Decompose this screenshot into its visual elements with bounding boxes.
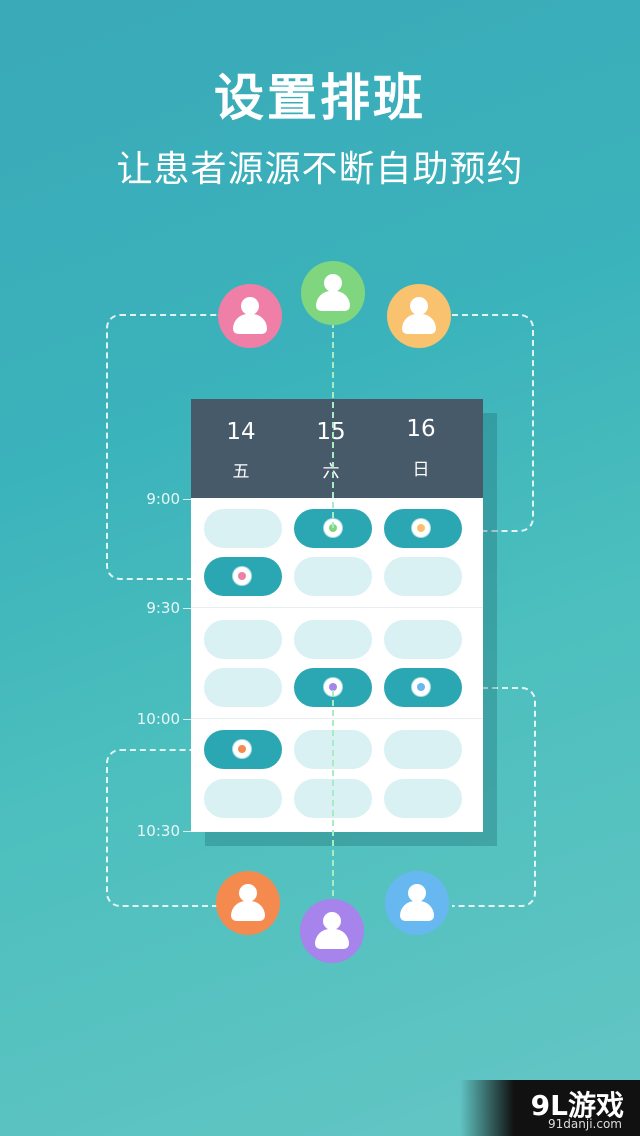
time-slot[interactable]: [204, 779, 282, 818]
time-slot-booked[interactable]: [204, 557, 282, 596]
day-weekday: 日: [412, 460, 430, 480]
page-title: 设置排班: [214, 69, 426, 127]
watermark-sub: 91danji.com: [548, 1117, 622, 1131]
time-label-0930: 9:30: [146, 599, 180, 617]
time-slot[interactable]: [384, 730, 462, 769]
time-slot[interactable]: [204, 620, 282, 659]
day-number: 14: [226, 419, 256, 445]
time-divider: [191, 607, 483, 608]
connector-orange: [106, 749, 220, 907]
time-label-0900: 9:00: [146, 490, 180, 508]
time-tick: [183, 719, 193, 720]
time-slot[interactable]: [384, 779, 462, 818]
time-slot[interactable]: [384, 620, 462, 659]
user-icon: [324, 274, 342, 292]
time-tick: [183, 831, 193, 832]
connector-purple: [332, 690, 334, 906]
patient-avatar-purple[interactable]: [300, 899, 364, 963]
patient-dot-icon: [412, 519, 430, 537]
watermark-main: 9L游戏: [530, 1089, 624, 1122]
day-number: 16: [406, 416, 436, 442]
time-slot-booked[interactable]: [384, 509, 462, 548]
patient-avatar-yellow[interactable]: [387, 284, 451, 348]
page-subtitle: 让患者源源不断自助预约: [116, 149, 524, 190]
time-label-1000: 10:00: [136, 710, 180, 728]
connector-yellow: [452, 314, 534, 532]
time-slot[interactable]: [384, 557, 462, 596]
user-icon: [323, 912, 341, 930]
patient-avatar-pink[interactable]: [218, 284, 282, 348]
user-icon: [410, 297, 428, 315]
connector-pink: [106, 314, 220, 580]
time-tick: [183, 608, 193, 609]
patient-dot-icon: [233, 740, 251, 758]
time-slot[interactable]: [204, 509, 282, 548]
day-number: 15: [316, 419, 346, 445]
patient-avatar-green[interactable]: [301, 261, 365, 325]
time-label-1030: 10:30: [136, 822, 180, 840]
user-icon: [239, 884, 257, 902]
time-slot-booked[interactable]: [204, 730, 282, 769]
day-weekday: 六: [322, 462, 340, 482]
patient-dot-icon: [412, 678, 430, 696]
time-tick: [183, 499, 193, 500]
watermark-logo: 9L游戏 91danji.com: [460, 1080, 640, 1136]
connector-blue: [452, 687, 536, 907]
time-divider: [191, 718, 483, 719]
time-slot[interactable]: [204, 668, 282, 707]
schedule-header: 14 五 15 六 16 日: [191, 399, 483, 498]
day-weekday: 五: [232, 462, 250, 482]
patient-dot-icon: [324, 678, 342, 696]
time-slot[interactable]: [294, 557, 372, 596]
user-icon: [241, 297, 259, 315]
time-slot[interactable]: [294, 620, 372, 659]
time-slot-booked[interactable]: [384, 668, 462, 707]
schedule-card: 14 五 15 六 16 日: [191, 399, 483, 832]
patient-avatar-orange[interactable]: [216, 871, 280, 935]
patient-avatar-blue[interactable]: [385, 871, 449, 935]
patient-dot-icon: [324, 519, 342, 537]
connector-green: [332, 322, 334, 528]
patient-dot-icon: [233, 567, 251, 585]
user-icon: [408, 884, 426, 902]
